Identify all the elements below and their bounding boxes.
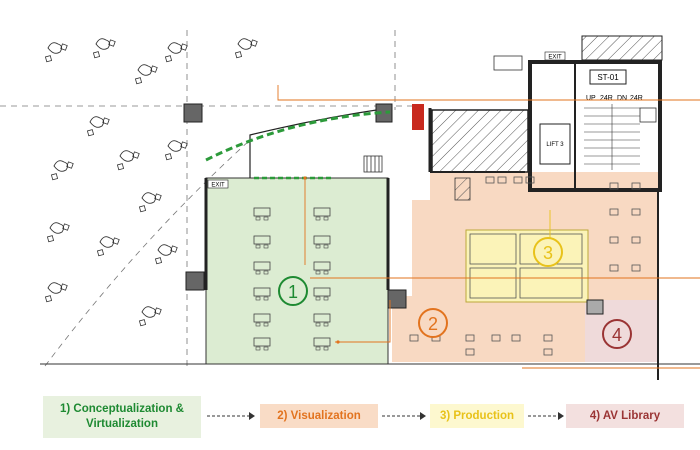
legend-item-4-label: 4) AV Library — [589, 409, 661, 422]
zone-marker-4: 4 — [602, 319, 632, 349]
zone-marker-3-label: 3 — [543, 243, 553, 263]
exit-label-1: EXIT — [211, 183, 225, 189]
lift-label: LIFT 3 — [546, 142, 564, 148]
legend-item-conceptualization: 1) Conceptualization & Virtualization — [43, 396, 201, 438]
stair-note-4: 24R — [630, 95, 643, 102]
zone-marker-1-label: 1 — [288, 282, 298, 302]
exit-signs: EXIT EXIT — [207, 51, 566, 189]
arrow-icon — [207, 412, 255, 420]
stair-hatch — [581, 35, 663, 61]
zone-1-area — [205, 177, 389, 365]
legend-item-1-line2: Virtualization — [85, 418, 158, 430]
floor-plan: ST-01 UP 24R DN 24R LIFT 3 EXIT EXIT — [0, 30, 700, 380]
stair-note-2: 24R — [600, 95, 613, 102]
exit-label-2: EXIT — [548, 55, 562, 61]
red-door-icon — [412, 104, 424, 130]
legend-item-1-line1: 1) Conceptualization & — [60, 403, 184, 415]
arrow-icon — [528, 412, 564, 420]
legend-item-production: 3) Production — [430, 404, 524, 428]
legend-item-3-label: 3) Production — [439, 409, 515, 422]
zone-3-area — [465, 229, 589, 303]
grid-lines — [0, 30, 420, 370]
core-hatch — [431, 109, 529, 173]
leader-lines — [277, 85, 700, 369]
legend-item-visualization: 2) Visualization — [260, 404, 378, 428]
legend: 1) Conceptualization & Virtualization 2)… — [0, 384, 700, 450]
wall-hatch-left — [454, 177, 471, 201]
legend-item-2-label: 2) Visualization — [277, 409, 361, 422]
columns — [183, 103, 604, 315]
zone-3-rooms — [469, 233, 583, 299]
green-curtain — [205, 110, 391, 162]
stair-note-3: DN — [617, 95, 627, 102]
zone-marker-3: 3 — [533, 237, 563, 267]
arrow-icon — [382, 412, 426, 420]
zone-marker-4-label: 4 — [612, 325, 622, 345]
stair-tag: ST-01 — [597, 73, 619, 82]
zone-marker-2: 2 — [418, 308, 448, 338]
stair-core: ST-01 UP 24R DN 24R LIFT 3 — [539, 69, 643, 170]
legend-item-av-library: 4) AV Library — [566, 404, 684, 428]
stair-note-1: UP — [586, 95, 596, 102]
zone-marker-2-label: 2 — [428, 314, 438, 334]
fixtures — [363, 55, 657, 173]
zone-marker-1: 1 — [278, 276, 308, 306]
